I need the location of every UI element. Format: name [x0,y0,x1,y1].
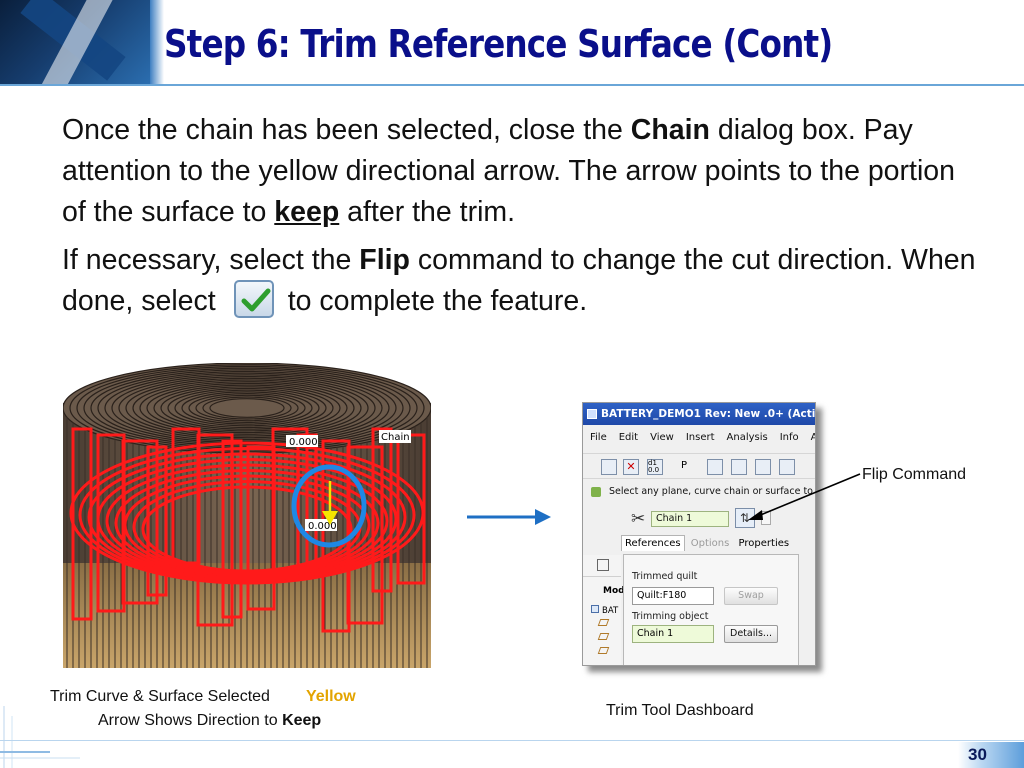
yellow-word: Yellow [305,688,356,705]
tree-item[interactable] [591,619,618,633]
trimming-object-field[interactable]: Chain 1 [651,511,729,527]
p2-text-2: command to change the cut direction. Whe… [62,244,976,317]
footer-divider [0,740,1024,741]
scissors-icon: ✂ [631,509,646,529]
trim-tool-dashboard: BATTERY_DEMO1 Rev: New .0+ (Activ File Ed… [582,402,816,666]
tab-references[interactable]: References [621,535,685,551]
direction-highlight-circle [291,464,367,548]
print-icon[interactable] [755,459,771,475]
tree-heading: Mod [603,586,625,596]
menu-view[interactable]: View [650,432,674,443]
footer-decoration [0,706,80,768]
tree-list: BAT [591,605,618,661]
slide-header: Step 6: Trim Reference Surface (Cont) [0,0,1024,86]
p1-text-2: dialog box. Pay attention to the yellow … [62,114,955,228]
regenerate-icon[interactable]: d1 0.0 [647,459,663,475]
model-label-top: 0.000 [289,437,318,448]
yellow-direction-arrow [322,481,338,525]
menu-more[interactable]: A [811,432,815,443]
check-icon [233,280,274,319]
left-caption-line-1: Trim Curve & Surface Selected Yellow [50,688,430,706]
edit-icon[interactable] [779,459,795,475]
tree-root-item[interactable]: BAT [591,605,618,619]
tree-item[interactable] [591,633,618,647]
menu-file[interactable]: File [590,432,607,443]
datum-plane-icon [597,647,610,654]
p2-text-1: If necessary, select the [62,244,360,276]
tree-settings-icon[interactable] [597,559,609,571]
toolbar-p-label[interactable]: P [681,460,688,471]
details-button[interactable]: Details... [724,625,778,643]
page-number-background [958,742,1024,768]
p1-text-1: Once the chain has been selected, close … [62,114,631,146]
p2-text-3: to complete the feature. [287,285,588,317]
page-number: 30 [968,745,987,764]
dashboard-tabs: References Options Properties [621,535,815,553]
trim-command-row: ✂ Chain 1 ⇅ [583,503,815,535]
prompt-bar: Select any plane, curve chain or surface… [583,483,816,501]
window-new-icon[interactable] [601,459,617,475]
menu-insert[interactable]: Insert [685,432,715,443]
flip-command-callout: Flip Command [862,466,967,483]
trimmed-quilt-field[interactable]: Quilt:F180 [632,587,714,605]
menu-bar: File Edit View Insert Analysis Info A [583,432,815,450]
tree-item[interactable] [591,647,618,661]
trimming-object-label: Trimming object [632,611,709,622]
tab-properties[interactable]: Properties [738,538,790,549]
flow-arrow-icon [467,509,551,525]
p2-flip-bold: Flip [359,244,410,276]
body-paragraph-1: Once the chain has been selected, close … [62,110,982,233]
p1-text-3: after the trim. [339,196,516,228]
flip-callout-line [748,473,861,520]
swap-button[interactable]: Swap [724,587,778,605]
left-caption-text-2: Arrow Shows Direction to [98,712,283,729]
model-label-chain: Chain [381,432,410,443]
trimmed-quilt-label: Trimmed quilt [632,571,698,582]
close-window-icon[interactable]: ✕ [623,459,639,475]
tree-root-label: BAT [602,606,619,616]
p1-keep-bold: keep [274,196,340,228]
open-icon[interactable] [707,459,723,475]
dashboard-titlebar: BATTERY_DEMO1 Rev: New .0+ (Activ [583,403,816,425]
keep-word: Keep [282,712,322,729]
p1-chain-bold: Chain [630,114,710,146]
trim-model-image: 0.000 0.000 Chain [63,363,431,668]
window-icon [587,409,597,419]
tab-options[interactable]: Options [690,538,730,549]
model-label-bottom: 0.000 [308,521,337,532]
trimming-object-panel-field[interactable]: Chain 1 [632,625,714,643]
prompt-text: Select any plane, curve chain or surface… [609,486,816,497]
tree-toolbar [583,555,621,577]
menu-info[interactable]: Info [779,432,799,443]
left-caption-text: Trim Curve & Surface Selected [50,688,270,705]
menu-analysis[interactable]: Analysis [726,432,768,443]
menu-edit[interactable]: Edit [618,432,639,443]
model-tree-pane: Mod BAT [583,555,625,665]
toolbar: ✕ d1 0.0 P [583,453,815,479]
prompt-icon [591,487,601,497]
references-panel: Trimmed quilt Quilt:F180 Swap Trimming o… [623,554,799,665]
right-caption: Trim Tool Dashboard [606,702,754,719]
header-logo [0,0,150,86]
body-paragraph-2: If necessary, select the Flip command to… [62,240,982,322]
datum-plane-icon [597,619,610,626]
header-divider [0,84,1024,86]
datum-plane-icon [597,633,610,640]
part-icon [591,605,599,613]
slide-title: Step 6: Trim Reference Surface (Cont) [164,22,833,66]
header-fade [150,0,164,86]
left-caption-line-2: Arrow Shows Direction to Keep [98,712,321,730]
window-title: BATTERY_DEMO1 Rev: New .0+ (Activ [601,408,816,420]
save-icon[interactable] [731,459,747,475]
